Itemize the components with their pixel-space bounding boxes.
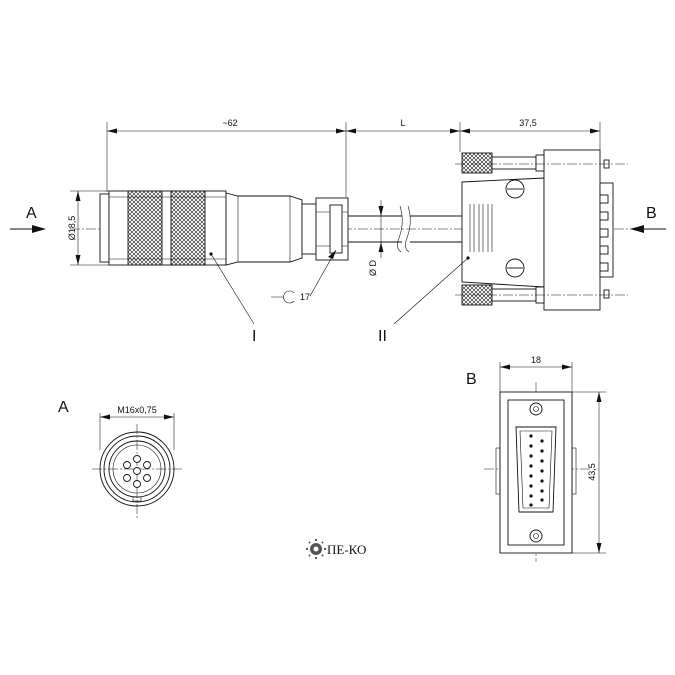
view-b-title: B (466, 371, 477, 388)
connector-i-body (99, 190, 349, 266)
connector-ii-body (455, 149, 628, 311)
view-arrows: A B (10, 205, 666, 233)
view-a-marker: A (26, 205, 37, 222)
diameter-dimension: Ø18,5 (67, 190, 109, 266)
view-b: B 18 43 (466, 355, 606, 562)
top-dimensions: ~62 L 37,5 (106, 118, 601, 197)
view-b-marker: B (646, 205, 657, 222)
dim-wrench: 17 (300, 292, 310, 302)
wrench-dimension: 17 (271, 249, 337, 304)
dim-diameter: Ø18,5 (67, 216, 77, 241)
cable (348, 205, 462, 253)
label-connector-i: I (252, 328, 256, 345)
dim-length-right: 37,5 (519, 118, 537, 128)
dim-width-b: 18 (531, 355, 541, 365)
logo: ПЕ-КО (306, 539, 366, 559)
dim-length-left: ~62 (222, 118, 237, 128)
view-a: A M16x0,75 (58, 399, 184, 518)
label-connector-ii: II (378, 328, 387, 345)
dim-thread: M16x0,75 (117, 405, 157, 415)
dim-height-b: 43,5 (587, 463, 597, 481)
leaders: I II (209, 252, 470, 345)
view-a-title: A (58, 399, 69, 416)
main-side-view: ~62 L 37,5 Ø18,5 Ø D 17 (10, 118, 666, 345)
logo-text: ПЕ-КО (327, 542, 366, 557)
cable-diameter-dimension: Ø D (368, 200, 384, 276)
dim-cable-diameter: Ø D (368, 260, 378, 277)
dim-cable-length: L (400, 118, 405, 128)
